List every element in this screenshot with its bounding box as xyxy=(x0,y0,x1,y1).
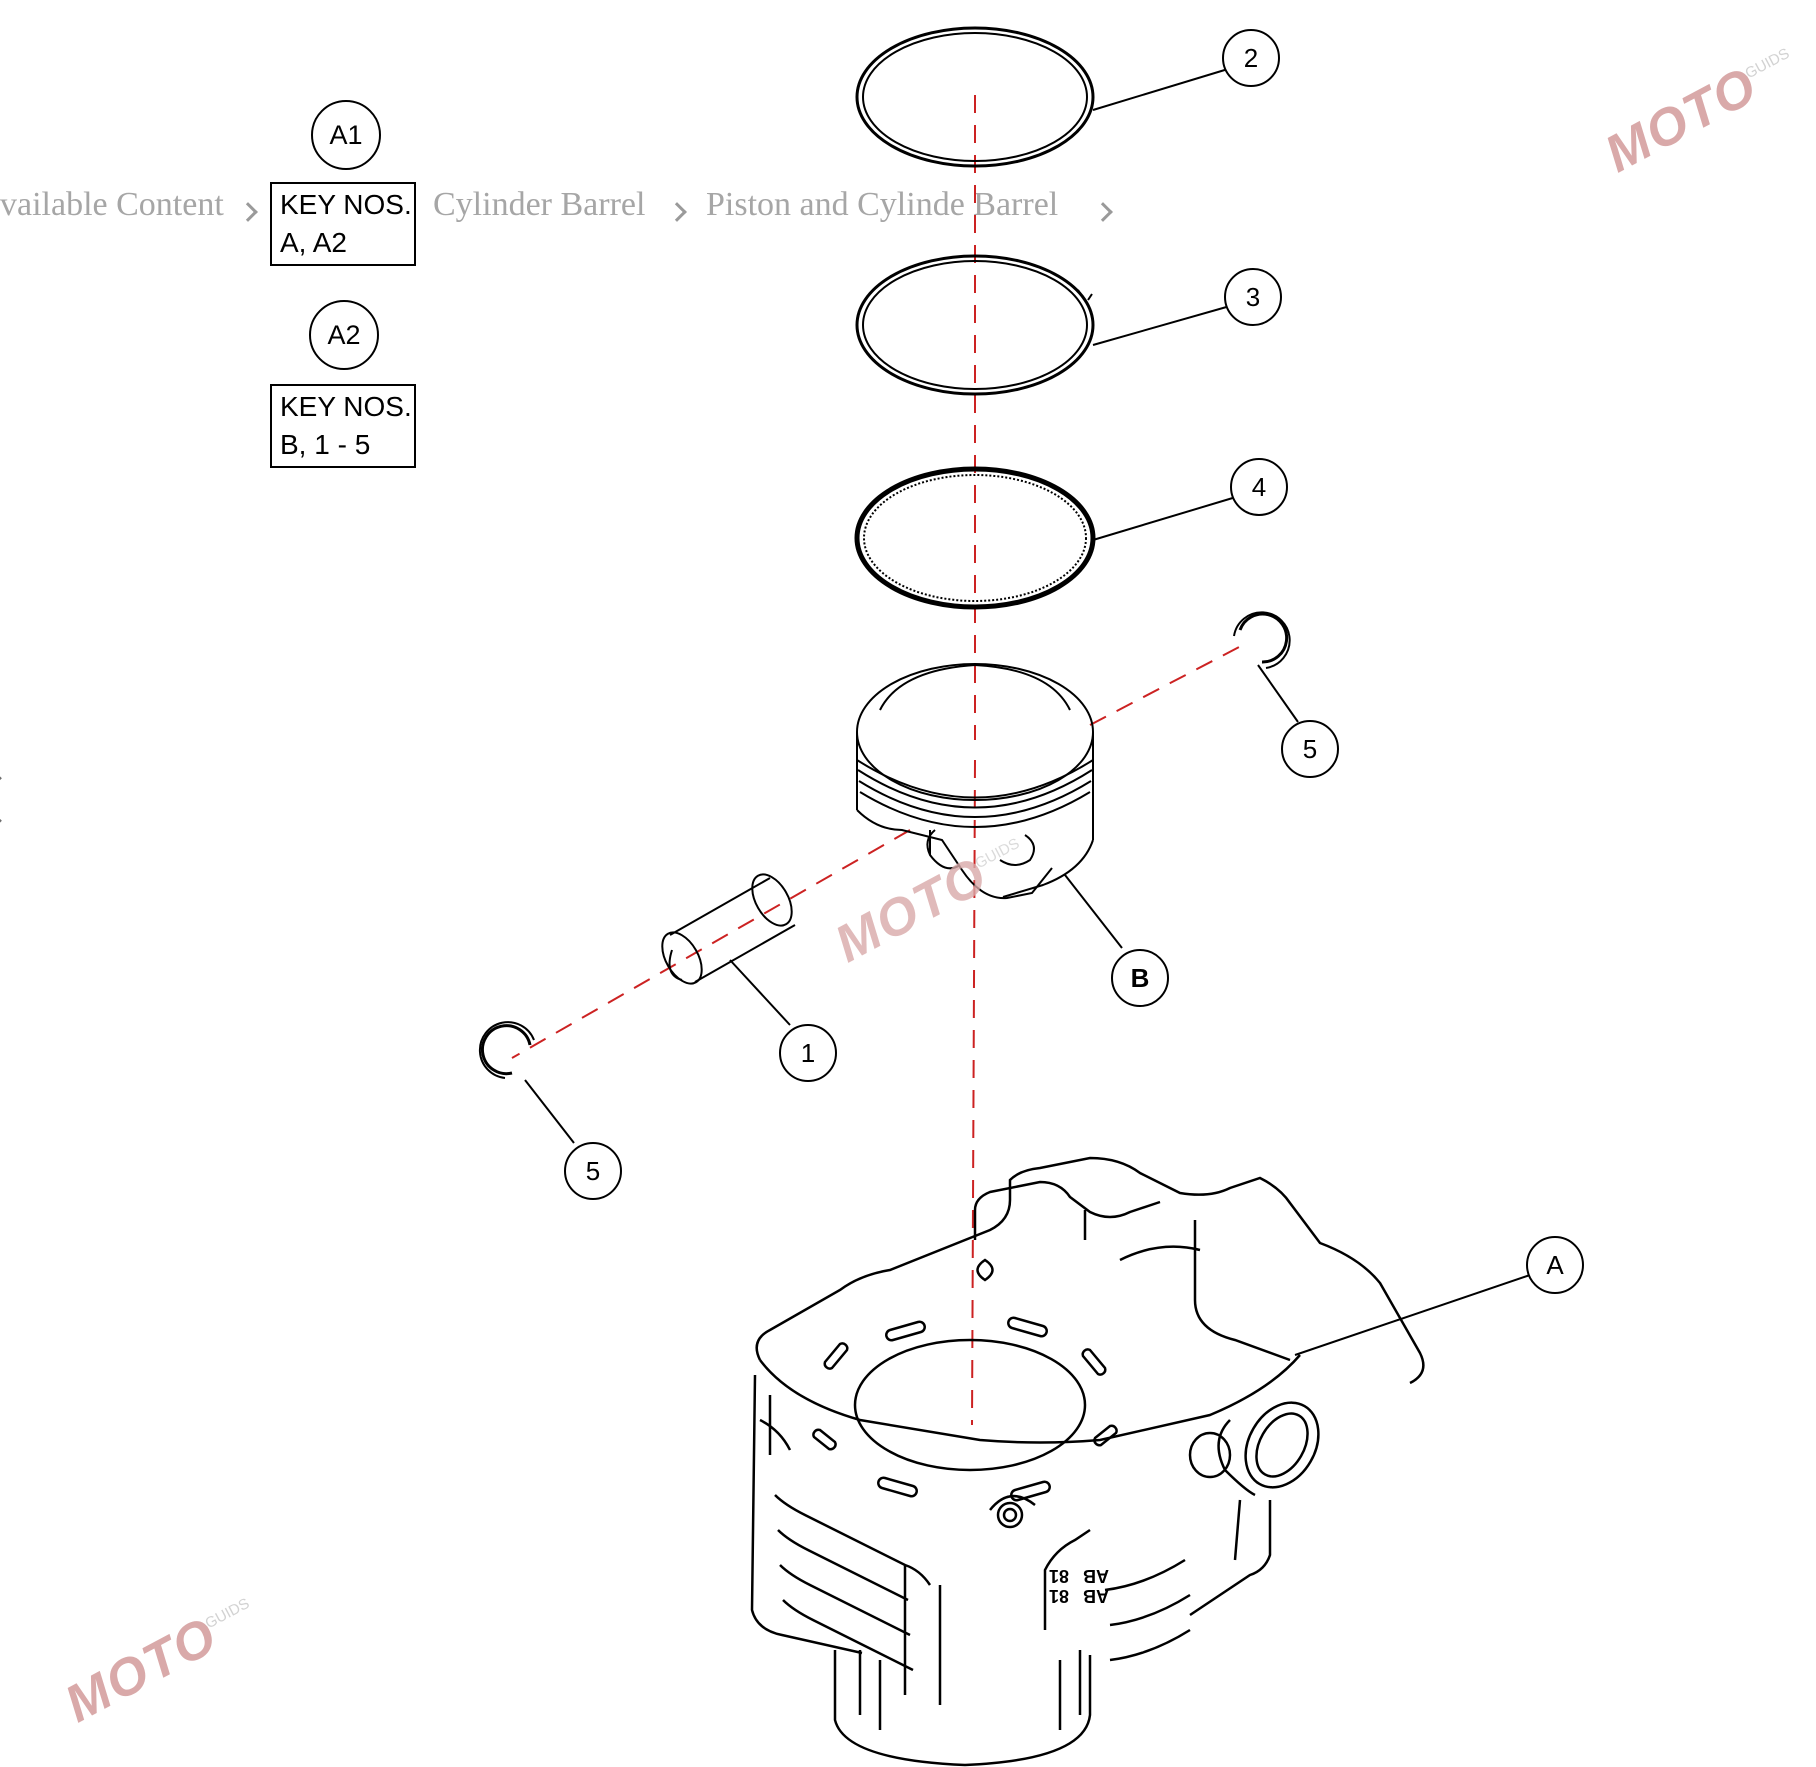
circlip-left xyxy=(478,1021,535,1079)
circlip-right xyxy=(1233,611,1291,669)
callout-4-oil-ring[interactable]: 4 xyxy=(1230,458,1288,516)
key-box-heading: KEY NOS. xyxy=(280,189,412,220)
callout-1-gudgeon-pin[interactable]: 1 xyxy=(779,1024,837,1082)
leader-lines xyxy=(524,68,1531,1356)
casting-marks: 81 81 AB AB xyxy=(1049,1566,1109,1606)
callout-5-circlip-left[interactable]: 5 xyxy=(564,1142,622,1200)
key-box-keys: B, 1 - 5 xyxy=(280,429,371,460)
casting-mark: AB xyxy=(1083,1566,1109,1586)
gudgeon-pin xyxy=(661,873,796,985)
piston-ring-top xyxy=(855,26,1095,168)
piston-ring-second xyxy=(855,254,1095,396)
callout-3-second-ring[interactable]: 3 xyxy=(1224,268,1282,326)
callout-b-piston[interactable]: B xyxy=(1111,949,1169,1007)
cylinder-barrel xyxy=(750,1156,1425,1767)
key-box-keys: A, A2 xyxy=(280,227,347,258)
center-lines xyxy=(511,95,1244,1426)
piston xyxy=(856,663,1094,900)
callout-5-circlip-right[interactable]: 5 xyxy=(1281,720,1339,778)
assembly-marker-a1: A1 xyxy=(311,100,381,170)
breadcrumb-item-available-content[interactable]: vailable Content xyxy=(0,186,224,223)
key-box-a2: KEY NOS. B, 1 - 5 xyxy=(270,384,416,468)
callout-a-cylinder-barrel[interactable]: A xyxy=(1526,1236,1584,1294)
key-box-heading: KEY NOS. xyxy=(280,391,412,422)
casting-mark: AB xyxy=(1083,1586,1109,1606)
breadcrumb-item-piston-and-cylinder-barrel[interactable]: Piston and Cylinde Barrel xyxy=(706,186,1059,223)
casting-mark: 81 xyxy=(1049,1566,1069,1586)
assembly-marker-a2: A2 xyxy=(309,300,379,370)
piston-ring-oil xyxy=(854,466,1096,610)
callout-2-top-ring[interactable]: 2 xyxy=(1222,29,1280,87)
breadcrumb-item-cylinder-barrel[interactable]: Cylinder Barrel xyxy=(433,186,646,223)
casting-mark: 81 xyxy=(1049,1586,1069,1606)
key-box-a1: KEY NOS. A, A2 xyxy=(270,182,416,266)
